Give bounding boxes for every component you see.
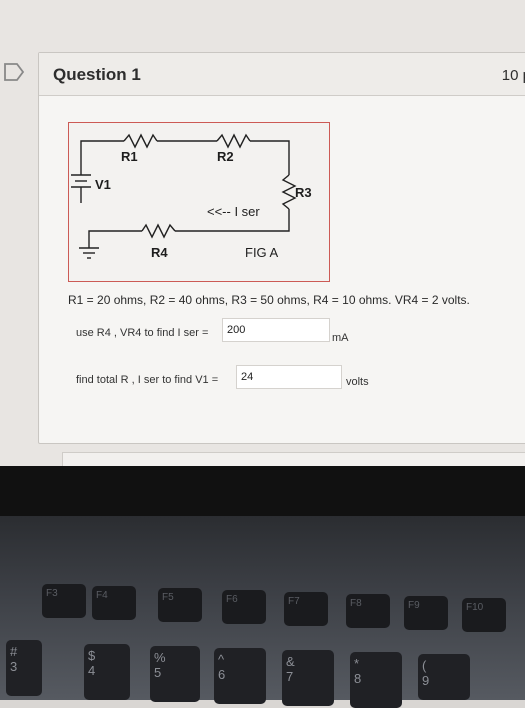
part2-prompt: find total R , I ser to find V1 = (76, 374, 219, 386)
key-6-number: 6 (218, 667, 226, 682)
r4-label: R4 (151, 245, 168, 260)
r3-resistor (281, 174, 297, 210)
key-f10: F10 (462, 598, 506, 632)
key-3-number: 3 (10, 659, 18, 674)
part1-prompt: use R4 , VR4 to find I ser = (76, 327, 209, 339)
key-4-number: 4 (88, 663, 96, 678)
key-f7: F7 (284, 592, 328, 626)
r2-label: R2 (217, 149, 234, 164)
key-7: & 7 (282, 650, 334, 706)
key-3: # 3 (6, 640, 42, 696)
question-points: 10 p (501, 67, 525, 84)
key-f6: F6 (222, 590, 266, 624)
part2-answer-field[interactable]: 24 (236, 365, 342, 389)
key-4-symbol: $ (88, 648, 96, 663)
part2-unit: volts (346, 376, 369, 388)
key-f9: F9 (404, 596, 448, 630)
current-label: <<-- I ser (207, 204, 260, 219)
circuit-figure: R1 R2 V1 R3 <<-- I ser R4 FIG A (68, 122, 330, 282)
key-8-number: 8 (354, 671, 362, 686)
browser-page: Question 1 10 p (0, 0, 525, 474)
wire-bottom-left (88, 230, 142, 248)
part1-unit: mA (332, 332, 349, 344)
question-title: Question 1 (53, 65, 141, 84)
v1-label: V1 (95, 177, 111, 192)
figure-caption: FIG A (245, 245, 279, 260)
key-5-symbol: % (154, 650, 166, 665)
given-values: R1 = 20 ohms, R2 = 40 ohms, R3 = 50 ohms… (68, 293, 470, 307)
top-wire (80, 140, 124, 158)
key-6-symbol: ^ (218, 652, 225, 667)
r1-label: R1 (121, 149, 138, 164)
circuit-diagram (71, 133, 297, 259)
key-3-symbol: # (10, 644, 18, 659)
key-f8: F8 (346, 594, 390, 628)
key-9: ( 9 (418, 654, 470, 700)
key-f4: F4 (92, 586, 136, 620)
key-9-number: 9 (422, 673, 430, 688)
r2-resistor (216, 133, 251, 149)
r1-resistor (123, 133, 158, 149)
key-9-symbol: ( (422, 658, 427, 673)
part1-answer-field[interactable]: 200 (222, 318, 330, 342)
key-6: ^ 6 (214, 648, 266, 704)
r3-label: R3 (295, 185, 312, 200)
key-5: % 5 (150, 646, 200, 702)
key-8: * 8 (350, 652, 402, 708)
key-5-number: 5 (154, 665, 162, 680)
r4-resistor (141, 223, 176, 239)
key-4: $ 4 (84, 644, 130, 700)
wire-bottom-right (175, 209, 290, 232)
key-f5: F5 (158, 588, 202, 622)
question-flag-icon[interactable] (3, 62, 27, 82)
laptop-bezel (0, 466, 525, 516)
question-header: Question 1 10 p (39, 53, 525, 96)
key-7-number: 7 (286, 669, 294, 684)
key-7-symbol: & (286, 654, 295, 669)
laptop-keyboard: F3 F4 F5 F6 F7 F8 F9 F10 # 3 $ 4 % 5 ^ 6… (0, 516, 525, 708)
key-8-symbol: * (354, 656, 360, 671)
wire-right (250, 140, 290, 175)
key-f3: F3 (42, 584, 86, 618)
